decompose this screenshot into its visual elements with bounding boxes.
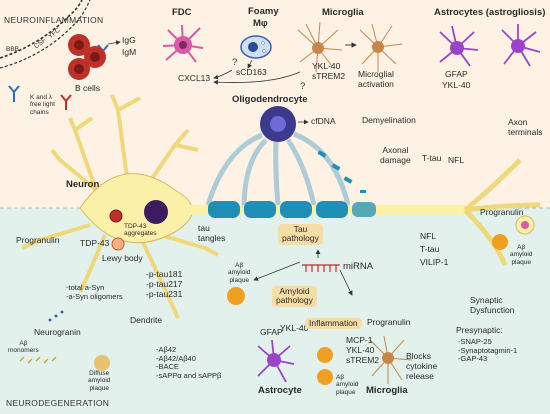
label-ab-plaque-2: Aβ amyloid plaque xyxy=(336,374,359,396)
amyloid-plaques xyxy=(94,234,508,385)
label-gfap-bottom: GFAP xyxy=(260,327,283,337)
label-question-2: ? xyxy=(300,81,306,92)
label-oligodendrocyte: Oligodendrocyte xyxy=(232,94,308,105)
label-amyloid-pathology: Amyloid pathology xyxy=(272,286,317,307)
label-dendrite: Dendrite xyxy=(130,315,163,325)
label-astrocyte-bottom: Astrocyte xyxy=(258,385,302,396)
label-neurogranin: Neurogranin xyxy=(34,327,81,337)
label-neuron: Neuron xyxy=(66,179,100,190)
arrow-to-cxcl13 xyxy=(213,69,233,80)
label-snap-list: -SNAP-25 -Synaptotagmin-1 -GAP-43 xyxy=(458,337,518,364)
microglia-bottom xyxy=(369,335,413,384)
label-gfap-top: GFAP xyxy=(445,69,468,79)
microglia-top xyxy=(297,21,403,73)
label-ptau: -p-tau181 -p-tau217 -p-tau231 xyxy=(146,269,183,299)
label-mirna: miRNA xyxy=(343,261,374,272)
label-tdp43-aggregates: TDP-43 aggregates xyxy=(124,223,157,238)
label-fdc: FDC xyxy=(172,7,192,18)
label-cfdna: cfDNA xyxy=(311,116,336,126)
astrocyte-bottom xyxy=(257,339,295,383)
label-nfl-top: NFL xyxy=(448,155,465,165)
label-t-tau-top: T-tau xyxy=(422,153,442,163)
label-strem2-top: sTREM2 xyxy=(312,71,346,81)
label-tdp43: TDP-43 xyxy=(80,238,110,248)
label-igg: IgG xyxy=(122,35,136,45)
label-lewy-body: Lewy body xyxy=(102,253,143,263)
foamy-macrophage xyxy=(240,35,272,59)
arrow-bcell-ig xyxy=(107,40,121,46)
label-tau-tangles: tau tangles xyxy=(198,223,226,243)
label-cxcl13: CXCL13 xyxy=(178,73,211,83)
neurodegeneration-background xyxy=(0,208,550,414)
label-microglial-activation: Microglial activation xyxy=(358,69,394,89)
label-ykl40-top: YKL-40 xyxy=(312,61,341,71)
arrow-microglia-cxcl13 xyxy=(213,71,301,85)
bbb-barrier xyxy=(0,0,83,59)
label-foamy: Foamy xyxy=(248,6,279,17)
arrow-foamy-scd163 xyxy=(247,59,253,69)
label-presynaptic: Presynaptic: xyxy=(456,325,503,335)
myelin-sheaths xyxy=(208,201,376,218)
label-progranulin-right: Progranulin xyxy=(480,207,524,217)
banner-neuroinflammation: NEUROINFLAMMATION xyxy=(4,15,104,25)
label-tau-pathology: Tau pathology xyxy=(278,224,323,245)
label-question-1: ? xyxy=(232,57,238,68)
banner-neurodegeneration: NEURODEGENERATION xyxy=(6,398,110,408)
label-igm: IgM xyxy=(122,47,137,57)
label-vilip1: VILIP-1 xyxy=(420,257,449,267)
label-ykl40-bottom: YKL-40 xyxy=(280,323,309,333)
b-cells-cluster xyxy=(68,34,106,80)
label-light-chains: K and λ free light chains xyxy=(30,94,55,116)
label-asyn: -total a-Syn -a-Syn oligomers xyxy=(66,283,123,301)
label-mcp1-list: MCP-1 YKL-40 sTREM2 xyxy=(346,335,380,365)
tdp43-aggregate xyxy=(109,209,123,223)
label-mphi: Mφ xyxy=(253,18,268,29)
bbb-barrier-inner xyxy=(0,0,91,69)
label-microglia-top: Microglia xyxy=(322,7,364,18)
neuron-nucleus xyxy=(144,200,168,224)
demyelination-fragments xyxy=(317,150,366,193)
astrocytes-top xyxy=(439,24,541,67)
label-bbb: BBB xyxy=(6,46,20,53)
label-synaptic-dysfunction: Synaptic Dysfunction xyxy=(470,295,515,315)
label-scd163: sCD163 xyxy=(236,67,267,77)
lewy-body xyxy=(111,237,125,251)
label-ab-monomers: Aβ monomers xyxy=(8,340,39,355)
label-ykl40-astro: YKL-40 xyxy=(442,80,471,90)
label-inflammation: Inflammation xyxy=(305,318,362,330)
label-diffuse-plaque: Diffuse amyloid plaque xyxy=(88,370,111,392)
oligodendrocyte xyxy=(205,106,351,206)
label-axon-terminals: Axon terminals xyxy=(508,117,543,137)
label-nfl-bottom: NFL xyxy=(420,231,437,241)
mirna-arrows xyxy=(253,249,353,296)
label-demyelination: Demyelination xyxy=(362,115,416,125)
neuron xyxy=(21,94,219,319)
label-ab-plaque-3: Aβ amyloid plaque xyxy=(510,244,533,266)
label-ab-plaque-1: Aβ amyloid plaque xyxy=(228,262,251,284)
label-axonal-damage: Axonal damage xyxy=(380,145,411,165)
label-ab-list: -Aβ42 -Aβ42/Aβ40 -BACE -sAPPα and sAPPβ xyxy=(156,345,222,380)
label-t-tau-bottom: T-tau xyxy=(420,244,440,254)
mirna-icon xyxy=(302,264,340,272)
axon-terminals xyxy=(463,158,541,266)
label-microglia-bottom: Microglia xyxy=(366,385,408,396)
fdc-cell xyxy=(162,24,204,63)
label-progranulin-bottom: Progranulin xyxy=(367,317,411,327)
label-blocks-cytokine: Blocks cytokine release xyxy=(406,351,438,381)
antibody-icon xyxy=(8,44,109,110)
neurogranin-dots xyxy=(48,310,64,322)
ab-monomers xyxy=(19,356,57,364)
label-astrocytes-top: Astrocytes (astrogliosis) xyxy=(434,7,546,18)
label-progranulin-left: Progranulin xyxy=(16,235,60,245)
label-b-cells: B cells xyxy=(75,83,101,93)
